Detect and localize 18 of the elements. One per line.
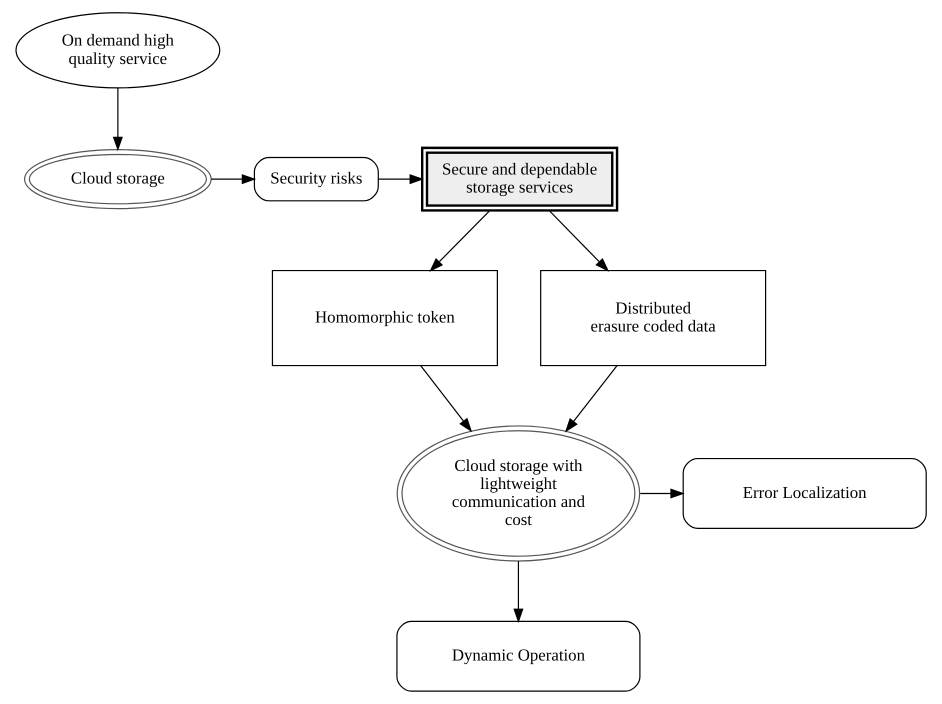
arrow [378,174,424,184]
node-ellipse: Cloud storage with lightweight communication and cost [396,425,640,562]
arrow [640,488,685,499]
node-box: Distributed erasure coded data [540,270,766,366]
arrow [513,561,524,624]
node-box: Security risks [254,156,379,202]
node-box: Homomorphic token [272,270,498,366]
arrow [548,210,610,272]
node-ellipse: Cloud storage [24,149,212,210]
arrow [420,365,472,432]
arrow [564,365,618,433]
node-box: Error Localization [682,458,927,529]
arrow [429,210,490,272]
arrow [211,174,256,184]
node-box: Secure and dependable storage services [421,146,618,212]
arrow [112,88,123,152]
node-ellipse: On demand high quality service [15,12,220,88]
node-box: Dynamic Operation [396,620,641,692]
